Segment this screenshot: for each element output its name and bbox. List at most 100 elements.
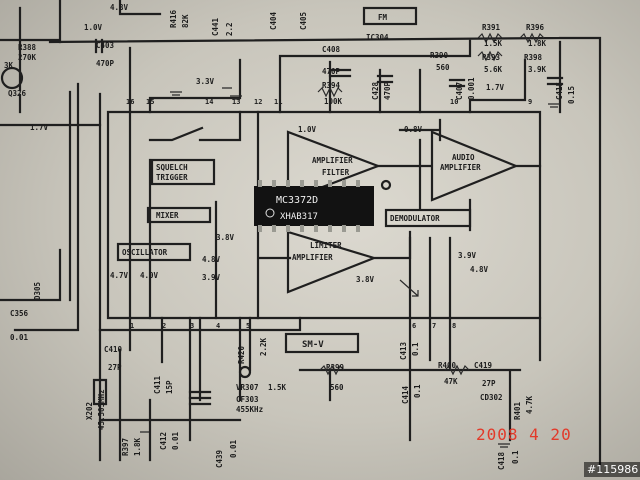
c408-ref: C408 (322, 45, 341, 54)
c414-ref: C414 (401, 385, 410, 404)
c356-ref: C356 (10, 309, 29, 318)
c418-ref: C418 (497, 451, 506, 470)
audio-amp-triangle (376, 130, 542, 202)
cf303-value: 455KHz (236, 405, 263, 414)
pin-16: 16 (126, 98, 134, 106)
voltage-1-0-mid: 1.0V (298, 125, 317, 134)
vr307-ref: VR307 (236, 383, 259, 392)
resistor-r396 (519, 32, 545, 44)
r393-ref: R393 (482, 53, 501, 62)
pin-7: 7 (432, 322, 436, 330)
wire-left-feeds (0, 82, 102, 462)
squelch-trigger-box (150, 158, 216, 186)
internal-pot (399, 279, 419, 297)
pin-2: 2 (162, 322, 166, 330)
pin-3: 3 (190, 322, 194, 330)
r394-value: 100K (324, 97, 343, 106)
motorola-logo-icon (265, 208, 275, 218)
q326-ref: Q326 (8, 89, 27, 98)
demodulator-label: DEMODULATOR (390, 214, 440, 223)
c439-ref: C439 (215, 449, 224, 468)
amp-filter-triangle (286, 130, 382, 202)
voltage-3-8-right: 3.8V (356, 275, 375, 284)
x202-ref: X202 (85, 402, 94, 420)
pin-6: 6 (412, 322, 416, 330)
x202-value: 45.505MHz (97, 389, 106, 430)
r390-ref: R390 (430, 51, 449, 60)
pin-15: 15 (146, 98, 154, 106)
audio-amp-label-2: AMPLIFIER (440, 163, 481, 172)
c356-value: 0.01 (10, 333, 29, 342)
voltage-4-7: 4.7V (110, 271, 129, 280)
ic-box-title: FM (378, 13, 388, 22)
c403-value: 470P (96, 59, 115, 68)
transistor-q326-symbol (0, 66, 24, 90)
r388-ref: R388 (18, 43, 37, 52)
d305-ref: D305 (33, 282, 42, 300)
cf303-ref: CF303 (236, 395, 259, 404)
c407-value: 0.001 (467, 77, 476, 100)
c405-ref: C405 (299, 12, 308, 30)
r393-value: 5.6K (484, 65, 503, 74)
r391-ref: R391 (482, 23, 501, 32)
pin-14: 14 (205, 98, 213, 106)
pin-5: 5 (246, 322, 250, 330)
resistor-r393 (477, 50, 503, 62)
ground-symbols (140, 87, 560, 448)
chip-pins (258, 180, 360, 232)
voltage-4-8-right: 4.8V (470, 265, 489, 274)
r401-ref: R401 (513, 401, 522, 420)
c441-ref: C441 (211, 17, 220, 36)
resistor-r391 (477, 32, 503, 44)
pin-1: 1 (130, 322, 134, 330)
resistor-r400 (444, 364, 470, 376)
c411-ref: C411 (153, 375, 162, 394)
limiter-label-1: LIMITER (310, 241, 342, 250)
resistor-r399 (319, 364, 345, 376)
r401-value: 4.7K (525, 395, 534, 414)
r398-ref: R398 (524, 53, 543, 62)
wire-bottom-left (98, 316, 302, 462)
c415-ref: C415 (555, 82, 564, 100)
smv-label: SM-V (302, 340, 324, 350)
limiter-label-2: AMPLIFIER (292, 253, 333, 262)
c441-value: 2.2 (225, 22, 234, 36)
chip-line2: XHAB317 (280, 212, 318, 222)
r390-value: 560 (436, 63, 450, 72)
x2x-value: 3K (4, 61, 14, 70)
c413-value: 0.1 (411, 342, 420, 356)
oscillator-label: OSCILLATOR (122, 248, 168, 257)
pin-11: 11 (274, 98, 282, 106)
voltage-1-0-top: 1.0V (84, 23, 103, 32)
resistor-r394 (317, 86, 343, 98)
amp-filter-output-node (380, 179, 392, 191)
chip-mc3372d (254, 186, 374, 226)
c428-ref: C428 (371, 81, 380, 100)
c415-value: 0.15 (567, 86, 576, 104)
r394-ref: R394 (322, 81, 341, 90)
ic-box-part: IC304 (366, 33, 389, 42)
c403-ref: C403 (96, 41, 115, 50)
r400-ref: R400 (438, 361, 457, 370)
pin-12: 12 (254, 98, 262, 106)
mixer-box (146, 206, 212, 224)
c428-value: 470P (383, 81, 392, 100)
c408-value: 470P (322, 67, 341, 76)
pin-8: 8 (452, 322, 456, 330)
c410-value: 27P (108, 363, 122, 372)
r398-value: 3.9K (528, 65, 547, 74)
voltage-0-8: 0.8V (404, 125, 423, 134)
r420-ref: R420 (237, 345, 246, 364)
chip-line1: MC3372D (276, 195, 318, 206)
voltage-4-8-mid: 4.8V (202, 255, 221, 264)
fm-box (362, 6, 418, 26)
voltage-1-7-left: 1.7V (30, 123, 49, 132)
amp-filter-label-2: FILTER (322, 168, 350, 177)
voltage-3-8-left: 3.8V (216, 233, 235, 242)
voltage-3-9-right: 3.9V (458, 251, 477, 260)
c404-ref: C404 (269, 11, 278, 30)
pin-4: 4 (216, 322, 220, 330)
mixer-label: MIXER (156, 211, 179, 220)
r396-value: 1.8K (528, 39, 547, 48)
photo-date-stamp: 2008 4 20 (476, 425, 572, 444)
